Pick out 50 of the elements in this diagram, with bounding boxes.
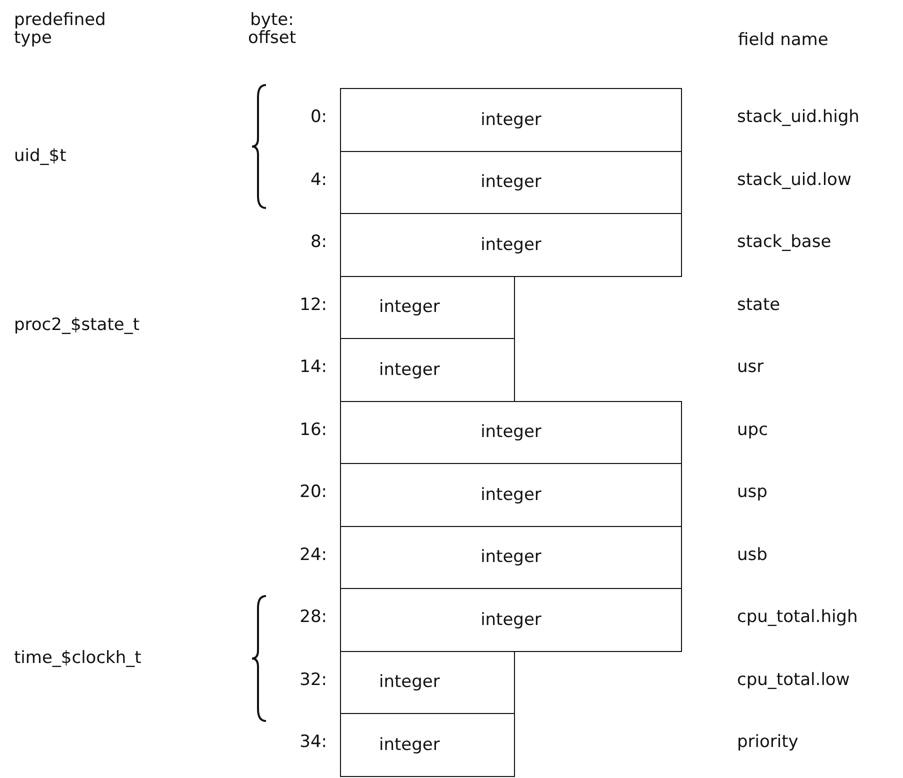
field-name: state (737, 296, 780, 314)
byte-offset: 0: (310, 109, 327, 127)
type-name: integer (480, 110, 542, 130)
type-name: integer (480, 172, 542, 192)
byte-offset: 20: (300, 484, 327, 502)
field-name: upc (737, 422, 768, 440)
field-box (340, 213, 682, 276)
type-name: integer (379, 734, 440, 755)
byte-offset: 32: (300, 672, 327, 690)
type-name: integer (379, 360, 440, 380)
byte-offset: 14: (300, 359, 327, 377)
field-box (340, 276, 515, 339)
field-name: priority (737, 734, 798, 752)
type-name: integer (480, 484, 542, 505)
field-box (340, 713, 515, 776)
field-box (340, 88, 682, 152)
byte-offset: 16: (300, 422, 327, 440)
column-header: byte: offset (246, 12, 298, 48)
column-header: field name (738, 32, 828, 50)
type-label: time_$clockh_t (14, 650, 142, 668)
field-name: usb (737, 546, 768, 564)
type-label: uid_$t (14, 148, 66, 166)
byte-offset: 28: (300, 609, 327, 627)
type-name: integer (480, 234, 542, 255)
field-box (340, 588, 682, 652)
field-name: cpu_total.high (737, 609, 858, 627)
byte-offset: 8: (310, 234, 327, 252)
field-name: usp (737, 484, 768, 502)
type-name: integer (480, 422, 542, 442)
type-name: integer (480, 610, 542, 630)
field-name: cpu_total.low (737, 672, 850, 690)
byte-offset: 4: (310, 172, 327, 190)
field-name: usr (737, 359, 764, 377)
byte-offset: 12: (300, 296, 327, 314)
field-box (340, 400, 682, 464)
byte-offset: 34: (300, 734, 327, 752)
type-label: proc2_$state_t (14, 317, 140, 335)
field-box (340, 150, 682, 214)
field-box (340, 338, 515, 402)
field-name: stack_uid.low (737, 172, 852, 190)
type-name: integer (379, 297, 440, 318)
type-name: integer (379, 672, 440, 692)
type-name: integer (480, 547, 542, 568)
column-header: predefined type (14, 12, 107, 48)
field-name: stack_base (737, 234, 832, 252)
field-box (340, 463, 682, 526)
byte-offset: 24: (300, 546, 327, 564)
field-name: stack_uid.high (737, 109, 860, 127)
field-box (340, 650, 515, 714)
field-box (340, 526, 682, 589)
